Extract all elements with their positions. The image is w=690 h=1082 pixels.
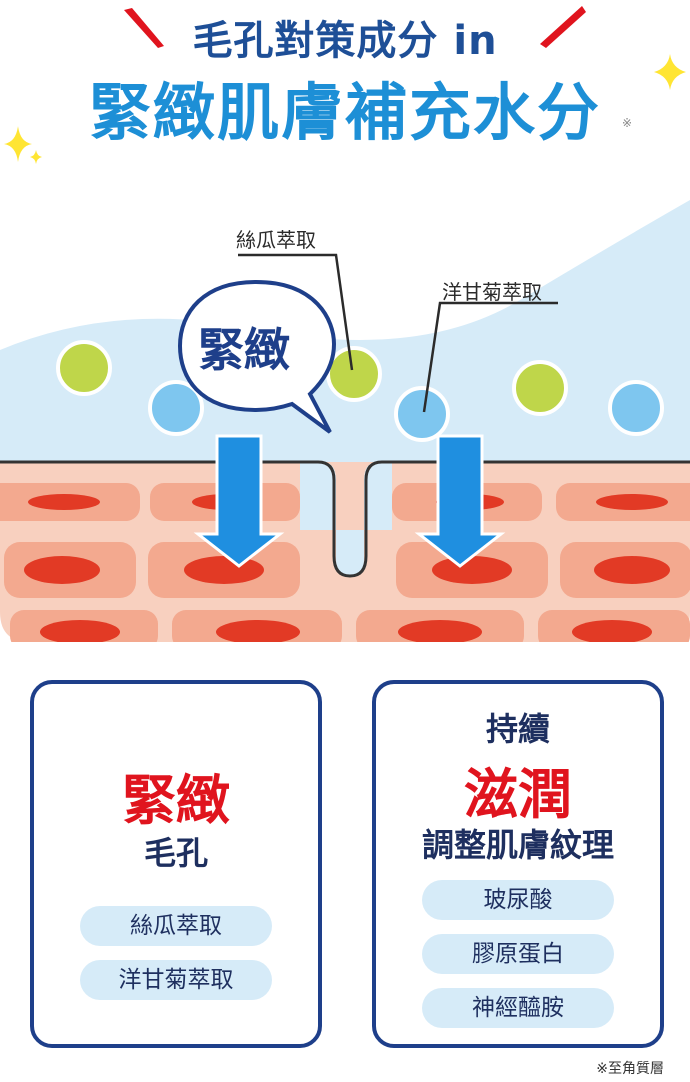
label-chamomile: 洋甘菊萃取 <box>442 280 542 304</box>
skin-diagram <box>0 200 690 650</box>
pore <box>300 462 392 575</box>
panel-right-title: 滋潤 <box>464 763 572 826</box>
accent-slash-icon <box>540 6 586 48</box>
pill-ceramide: 神經醯胺 <box>422 988 614 1028</box>
cell-row-2 <box>4 542 690 598</box>
footnote: ※至角質層 <box>596 1061 664 1077</box>
blue-dot <box>394 386 450 442</box>
pill-hyaluronic: 玻尿酸 <box>422 880 614 920</box>
panel-left-title: 緊緻 <box>122 769 230 832</box>
panel-right-pretitle: 持續 <box>485 710 550 748</box>
header-accent-left <box>118 6 168 54</box>
sparkle-icon <box>654 54 686 90</box>
sparkle-icon <box>4 126 42 164</box>
label-loofah: 絲瓜萃取 <box>236 228 316 252</box>
panel-firming: 緊緻 毛孔 絲瓜萃取 洋甘菊萃取 <box>30 680 322 1048</box>
green-dot <box>56 340 112 396</box>
pill-chamomile: 洋甘菊萃取 <box>80 960 272 1000</box>
header-note-mark: ※ <box>622 116 633 130</box>
panel-moisture: 持續 滋潤 調整肌膚紋理 玻尿酸 膠原蛋白 神經醯胺 <box>372 680 664 1048</box>
bubble-text: 緊緻 <box>198 323 290 377</box>
green-dot <box>326 346 382 402</box>
header-line2: 緊緻肌膚補充水分 <box>88 76 601 149</box>
skin-surface-line <box>0 460 690 578</box>
speech-bubble <box>177 279 337 434</box>
arrow-down-right <box>414 434 506 568</box>
cell-row-3 <box>10 610 690 650</box>
blue-dot <box>148 380 204 436</box>
panel-left-subtitle: 毛孔 <box>143 834 208 872</box>
green-dot <box>512 360 568 416</box>
label-line-right <box>422 301 558 413</box>
header-accent-right <box>534 4 588 54</box>
accent-slash-icon <box>124 8 164 48</box>
pill-loofah: 絲瓜萃取 <box>80 906 272 946</box>
blue-dot <box>608 380 664 436</box>
pill-collagen: 膠原蛋白 <box>422 934 614 974</box>
water-layer <box>0 200 690 462</box>
label-line-left <box>238 253 354 371</box>
panel-right-subtitle: 調整肌膚紋理 <box>421 826 614 864</box>
header-line1: 毛孔對策成分 in <box>192 18 498 64</box>
arrow-down-left <box>193 434 285 568</box>
